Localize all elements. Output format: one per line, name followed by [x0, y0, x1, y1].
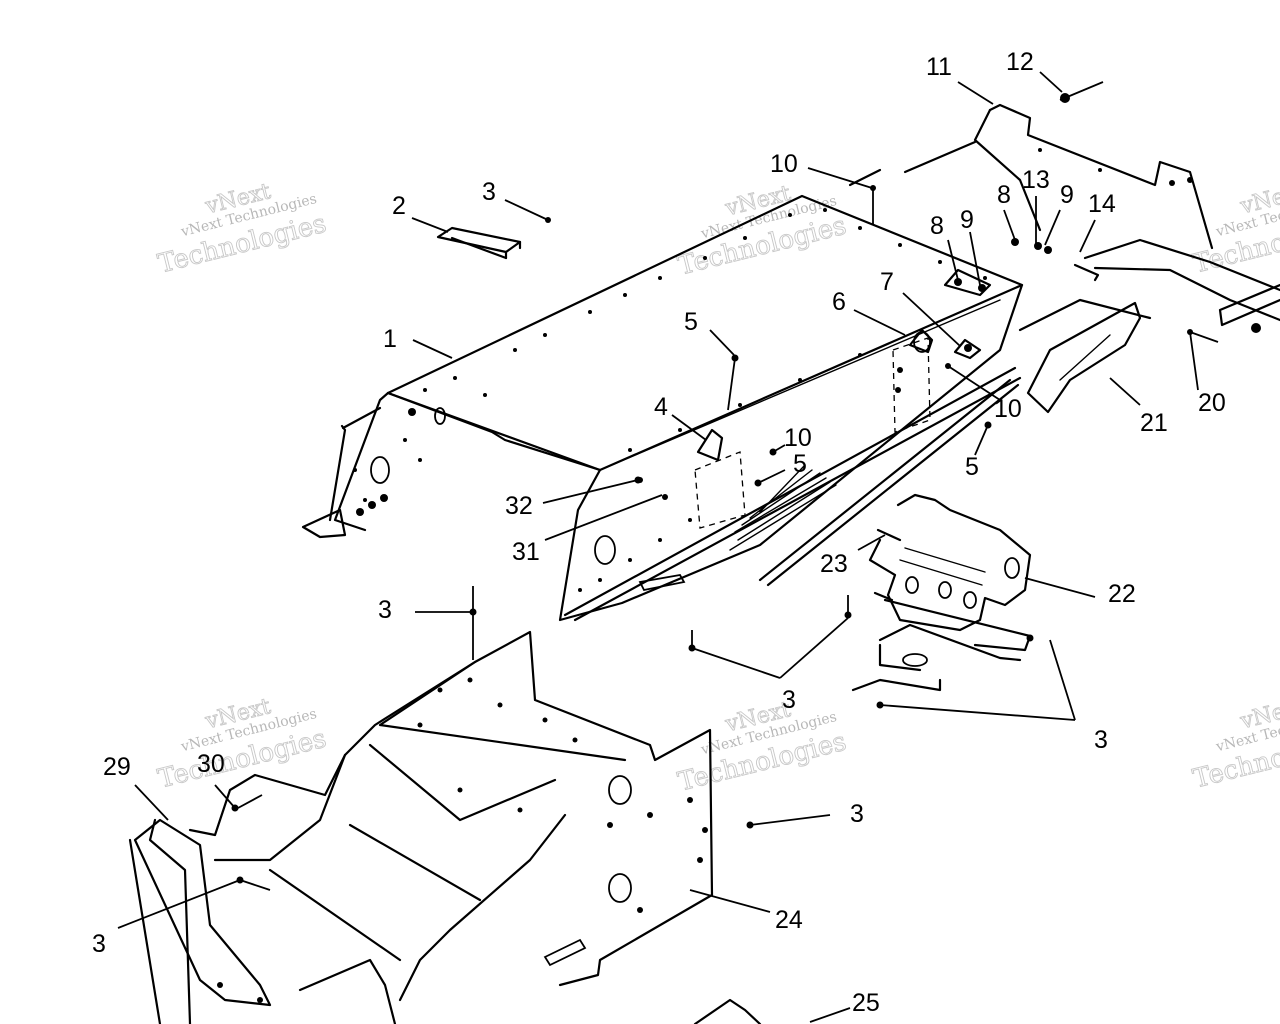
- part-21-cover: [1026, 301, 1142, 414]
- callout-7: 7: [880, 268, 894, 296]
- callout-6: 6: [832, 288, 846, 316]
- callout-8: 8: [997, 181, 1011, 209]
- callout-1: 1: [383, 325, 397, 353]
- callout-11: 11: [926, 53, 952, 81]
- rivet-holes: [353, 208, 987, 592]
- callout-3: 3: [482, 178, 496, 206]
- callout-25: 25: [852, 989, 880, 1017]
- part-24-frame: [128, 630, 714, 1024]
- watermark-group: vNext vNext Technologies Technologies vN…: [155, 179, 1280, 798]
- callout-3: 3: [378, 596, 392, 624]
- callout-4: 4: [654, 393, 668, 421]
- callout-3: 3: [782, 686, 796, 714]
- callout-30: 30: [197, 750, 225, 778]
- callout-3: 3: [850, 800, 864, 828]
- watermark: vNext vNext Technologies Technologies: [155, 179, 330, 280]
- callout-3: 3: [1094, 726, 1108, 754]
- callout-13: 13: [1022, 166, 1050, 194]
- callout-22: 22: [1108, 580, 1136, 608]
- watermark: vNext vNext Technologies Technologies: [1190, 179, 1280, 280]
- callout-9: 9: [960, 206, 974, 234]
- callout-8: 8: [930, 212, 944, 240]
- callout-5: 5: [965, 453, 979, 481]
- callout-14: 14: [1088, 190, 1116, 218]
- callout-5: 5: [684, 308, 698, 336]
- callout-9: 9: [1060, 181, 1074, 209]
- watermark: vNext vNext Technologies Technologies: [675, 697, 850, 798]
- watermark: vNext vNext Technologies Technologies: [1190, 694, 1280, 795]
- watermark: vNext vNext Technologies Technologies: [155, 694, 330, 795]
- callout-21: 21: [1140, 409, 1168, 437]
- callout-12: 12: [1006, 48, 1034, 76]
- leader-lines: [117, 71, 1219, 1023]
- callout-2: 2: [392, 192, 406, 220]
- part-right-edge: [1218, 283, 1280, 333]
- callout-5: 5: [793, 450, 807, 478]
- callout-10: 10: [770, 150, 798, 178]
- callout-24: 24: [775, 906, 803, 934]
- part-22-bracket: [851, 493, 1032, 692]
- vent-grid: [729, 464, 837, 551]
- callouts: 1 2 3 3 3 3 3 3 4 5 5 5 6 7 8 8 9 9 10 1…: [92, 48, 1226, 1017]
- callout-20: 20: [1198, 389, 1226, 417]
- callout-10: 10: [994, 395, 1022, 423]
- callout-32: 32: [505, 492, 533, 520]
- callout-23: 23: [820, 550, 848, 578]
- callout-29: 29: [103, 753, 131, 781]
- part-2-plate: [436, 226, 522, 260]
- callout-3: 3: [92, 930, 106, 958]
- part-25: [693, 998, 762, 1024]
- callout-10: 10: [784, 424, 812, 452]
- watermark: vNext vNext Technologies Technologies: [675, 181, 850, 282]
- fastener-dots: [231, 93, 1193, 884]
- callout-31: 31: [512, 538, 540, 566]
